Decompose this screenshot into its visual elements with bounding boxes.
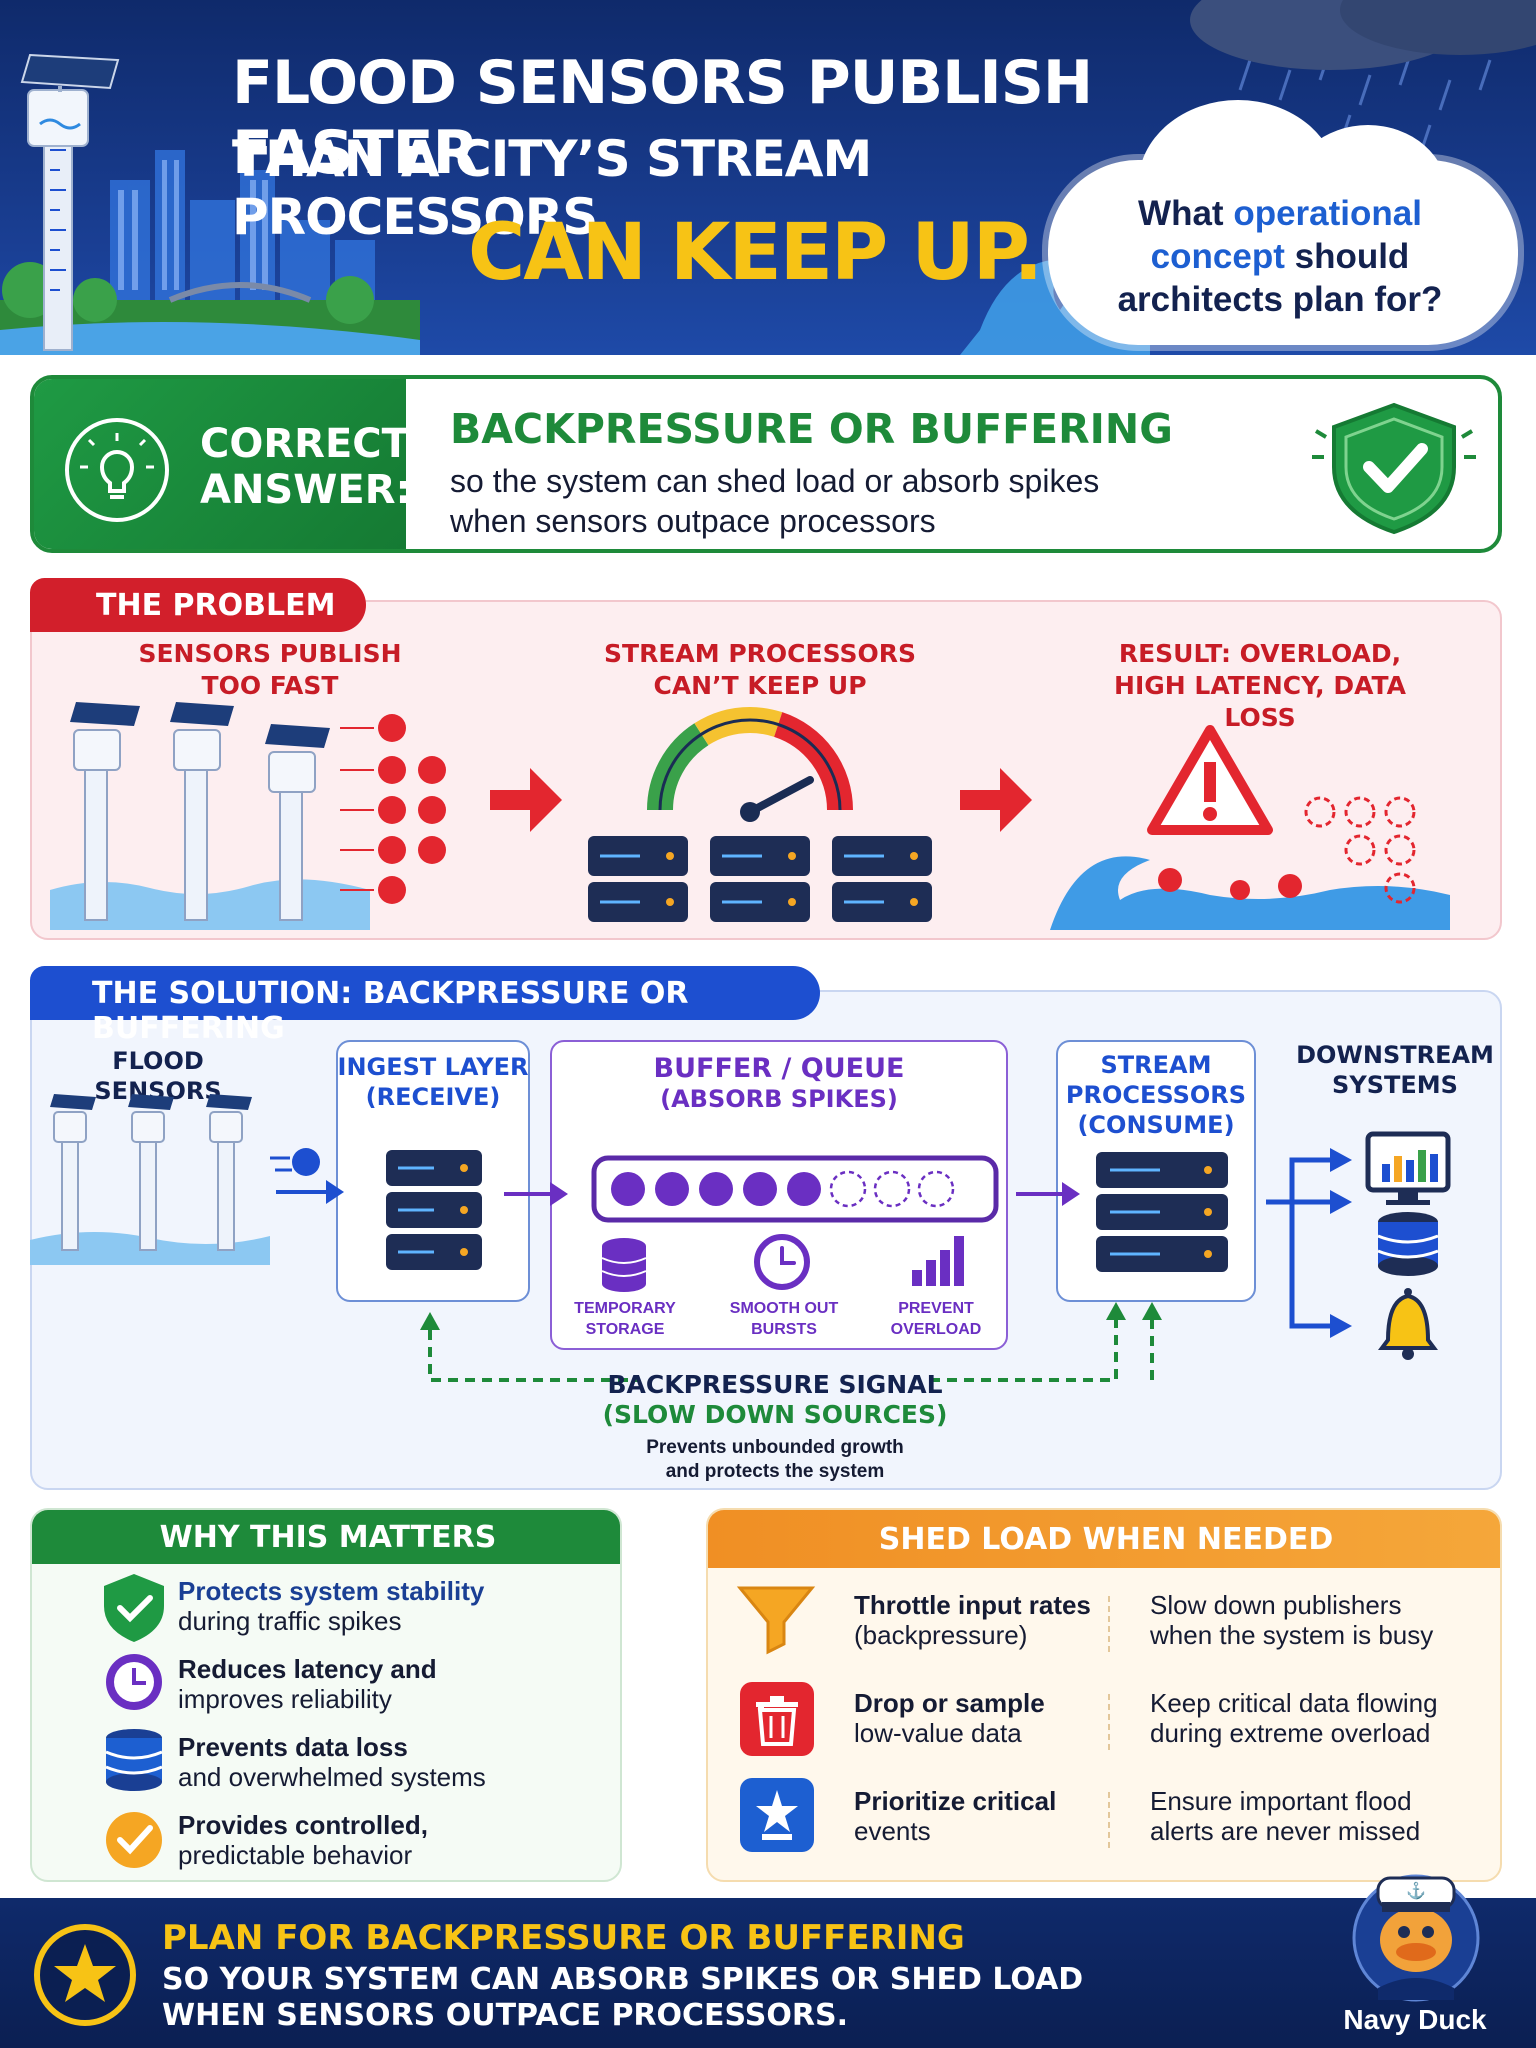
sensor-pole-icon [70, 702, 330, 921]
arrow-right-icon [276, 1180, 344, 1204]
shed-load-card: SHED LOAD WHEN NEEDED [706, 1508, 1502, 1882]
why-icons [104, 1574, 164, 1868]
footer-banner [0, 1898, 1536, 2048]
bell-icon [1378, 1288, 1438, 1360]
title-line-3: CAN KEEP UP. [468, 208, 1043, 298]
answer-title: BACKPRESSURE OR BUFFERING [450, 405, 1173, 453]
why-title: WHY THIS MATTERS [32, 1510, 620, 1564]
question-text: What operational concept should architec… [1117, 194, 1443, 319]
answer-label-panel [34, 379, 406, 549]
divider [1108, 1792, 1110, 1848]
navy-duck-mascot: ⚓ [1352, 1874, 1480, 2002]
shield-check-icon [104, 1574, 164, 1642]
question-cloud [1048, 100, 1518, 345]
answer-subtitle: so the system can shed load or absorb sp… [450, 463, 1100, 539]
shed-title: SHED LOAD WHEN NEEDED [708, 1510, 1500, 1568]
title-line-2: THAN A CITY’S STREAM PROCESSORS [232, 130, 872, 246]
database-icon [1377, 1212, 1439, 1276]
trash-icon [740, 1682, 814, 1756]
ingest-layer-label: INGEST LAYER(RECEIVE) [337, 1053, 529, 1111]
arrow-right-icon [504, 1182, 568, 1206]
brand-name: Navy Duck [1343, 2004, 1487, 2035]
divider [1108, 1694, 1110, 1750]
funnel-icon [736, 1586, 816, 1655]
solution-illustration [30, 1094, 1451, 1382]
shield-check-icon [1312, 402, 1476, 535]
priority-alert-icon [740, 1778, 814, 1852]
clock-icon [754, 1234, 810, 1290]
solution-tag: THE SOLUTION: BACKPRESSURE OR BUFFERING [30, 966, 820, 1046]
warning-icon [1147, 725, 1273, 835]
database-icon [105, 1729, 163, 1791]
buffer-queue-label: BUFFER / QUEUE(ABSORB SPIKES) [653, 1053, 905, 1114]
header-banner: FLOOD SENSORS PUBLISH FASTER THAN A CITY… [0, 0, 1536, 355]
clock-icon [106, 1654, 162, 1710]
svg-text:⚓: ⚓ [1406, 1881, 1426, 1900]
gauge-icon [647, 707, 853, 822]
header-illustration [0, 0, 1536, 355]
backpressure-signal-label: BACKPRESSURE SIGNAL (SLOW DOWN SOURCES) [602, 1370, 948, 1429]
server-rack-icons [588, 836, 932, 922]
title-line-1: FLOOD SENSORS PUBLISH FASTER [232, 48, 1093, 188]
problem-illustration [50, 702, 1450, 930]
arrow-right-icon [1016, 1182, 1080, 1206]
monitor-chart-icon [1365, 1131, 1451, 1205]
lightbulb-icon [65, 418, 169, 522]
star-icon [34, 1924, 136, 2026]
problem-caption-result: RESULT: OVERLOAD,HIGH LATENCY, DATA LOSS [1114, 639, 1406, 732]
divider [1108, 1596, 1110, 1652]
footer-subline: SO YOUR SYSTEM CAN ABSORB SPIKES OR SHED… [162, 1962, 1084, 2033]
arrow-right-icon [960, 768, 1032, 832]
database-icon [601, 1238, 647, 1292]
bar-chart-icon [912, 1236, 964, 1286]
shed-row-throttle-action: Throttle input rates(backpressure) [854, 1590, 1091, 1650]
footer-headline: PLAN FOR BACKPRESSURE OR BUFFERING [162, 1918, 965, 1958]
shed-icons [736, 1586, 816, 1852]
check-circle-icon [106, 1812, 162, 1868]
why-item-controlled: Provides controlled,predictable behavior [178, 1810, 428, 1870]
message-dots [378, 714, 446, 904]
arrow-right-icon [490, 768, 562, 832]
problem-tag: THE PROBLEM [30, 578, 366, 632]
